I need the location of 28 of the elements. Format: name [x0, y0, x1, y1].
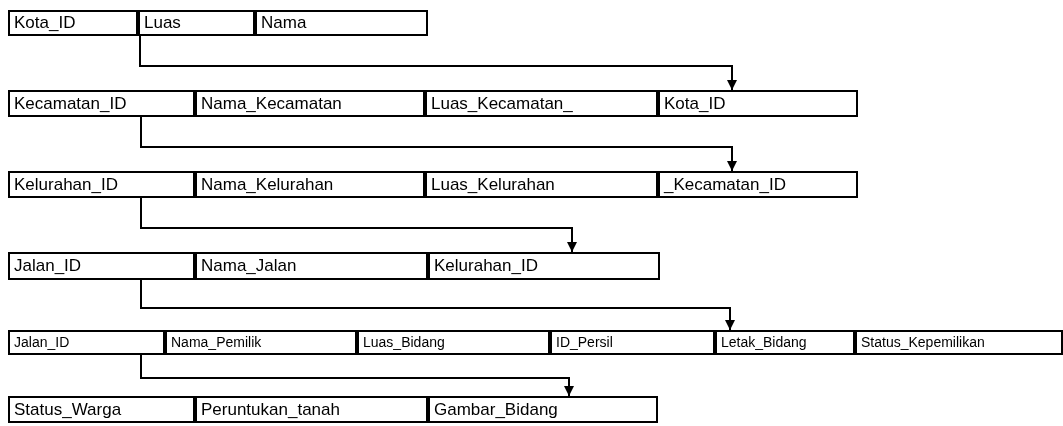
arrow [140, 116, 737, 172]
attribute-box: Status_Kepemilikan [855, 330, 1063, 355]
attribute-box: Kecamatan_ID [8, 90, 195, 117]
attribute-box: Kota_ID [8, 10, 138, 36]
attribute-box: Peruntukan_tanah [195, 396, 428, 423]
attribute-box: Luas_Kecamatan_ [425, 90, 658, 117]
arrow [139, 35, 737, 91]
attribute-box: Nama_Kecamatan [195, 90, 425, 117]
attribute-box: Letak_Bidang [715, 330, 855, 355]
arrow [140, 197, 577, 253]
attribute-box: Luas_Bidang [357, 330, 550, 355]
attribute-box: Nama_Jalan [195, 252, 428, 280]
arrow [140, 354, 574, 397]
attribute-box: Kelurahan_ID [428, 252, 660, 280]
attribute-box: Luas_Kelurahan [425, 171, 658, 198]
attribute-box: Jalan_ID [8, 330, 165, 355]
arrow [140, 279, 735, 331]
attribute-box: Kelurahan_ID [8, 171, 195, 198]
attribute-box: Jalan_ID [8, 252, 195, 280]
attribute-box: Status_Warga [8, 396, 195, 423]
attribute-box: Gambar_Bidang [428, 396, 658, 423]
attribute-box: ID_Persil [550, 330, 715, 355]
attribute-box: _Kecamatan_ID [658, 171, 858, 198]
attribute-box: Nama [255, 10, 428, 36]
attribute-box: Luas [138, 10, 255, 36]
attribute-box: Nama_Kelurahan [195, 171, 425, 198]
attribute-box: Nama_Pemilik [165, 330, 357, 355]
attribute-box: Kota_ID [658, 90, 858, 117]
